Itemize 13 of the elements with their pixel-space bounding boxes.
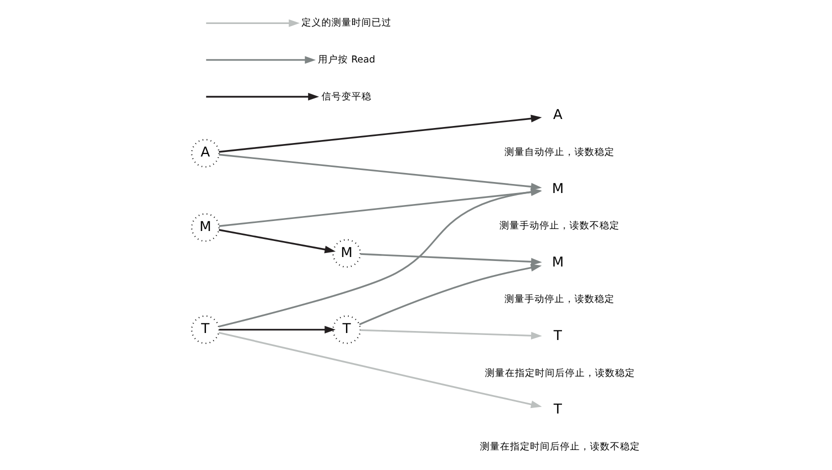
node-text: T bbox=[553, 328, 562, 344]
node-label: 测量在指定时间后停止，读数稳定 bbox=[484, 368, 634, 379]
node-label: 测量自动停止，读数稳定 bbox=[504, 147, 614, 158]
legend-label: 用户按 Read bbox=[318, 54, 375, 66]
legend-label: 定义的测量时间已过 bbox=[301, 18, 392, 29]
node-label: 测量手动停止，读数稳定 bbox=[504, 294, 614, 306]
legend-label: 信号变平稳 bbox=[321, 91, 372, 102]
node-text: M bbox=[551, 254, 564, 270]
node-text: M bbox=[551, 180, 564, 197]
node-text: T bbox=[553, 401, 562, 418]
node-label: 测量手动停止，读数不稳定 bbox=[498, 220, 619, 232]
node-label: 测量在指定时间后停止，读数不稳定 bbox=[479, 441, 640, 452]
node-text: A bbox=[552, 107, 562, 124]
